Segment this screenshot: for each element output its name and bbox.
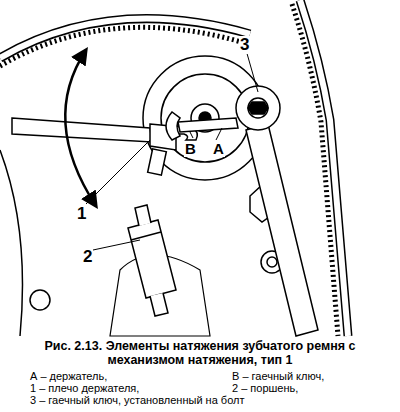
key-item: А – держатель, (30, 371, 107, 383)
toothed-belt (0, 0, 348, 336)
rotation-arrow (65, 50, 96, 206)
key-item: 1 – плечо держателя, (30, 383, 139, 395)
callout-number: 2 (82, 248, 93, 266)
key-item: 2 – поршень, (232, 383, 298, 395)
wrench-on-bolt (236, 86, 318, 336)
callout-number: 1 (76, 205, 87, 223)
callout-letter: B (184, 141, 197, 157)
wrench-b (166, 112, 238, 140)
callout-number: 3 (239, 36, 250, 54)
key-item: В – гаечный ключ, (232, 371, 324, 383)
callout-letter: A (212, 141, 225, 157)
figure-caption: Рис. 2.13. Элементы натяжения зубчатого … (40, 339, 360, 368)
piston (128, 205, 176, 316)
key-item: 3 – гаечный ключ, установленный на болт (30, 395, 244, 407)
leader-line (86, 50, 258, 250)
